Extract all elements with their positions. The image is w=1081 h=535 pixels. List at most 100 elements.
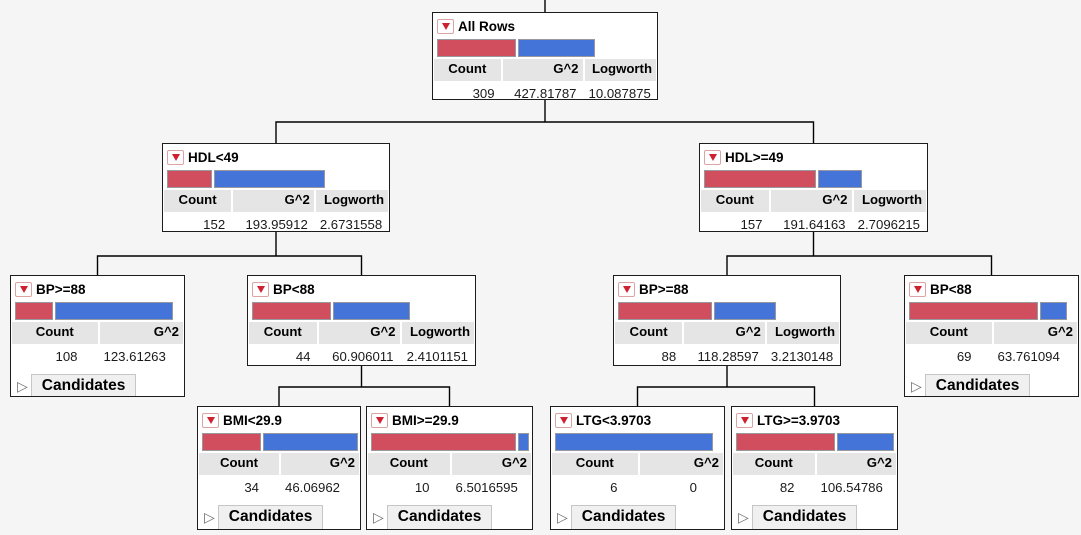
stats-header-row: Count G^2 [368, 453, 531, 475]
candidates-button[interactable]: Candidates [570, 505, 677, 529]
node-label: BMI>=29.9 [392, 412, 459, 428]
blue-bar-segment [817, 170, 862, 188]
disclosure-triangle-icon[interactable]: ▷ [373, 510, 384, 526]
node-label: LTG>=3.9703 [757, 412, 841, 428]
red-triangle-menu-icon[interactable] [618, 281, 635, 297]
g2-value: 123.61263 [103, 348, 166, 364]
g2-value: 191.64163 [783, 216, 846, 232]
stats-value-row: 6 0 [552, 476, 723, 498]
red-triangle-menu-icon[interactable] [202, 412, 219, 428]
g2-header: G^2 [233, 190, 314, 212]
stats-header-row: Count G^2 [733, 453, 896, 475]
node-bp-ge-88-left: BP>=88 Count G^2 108 123.61263 ▷ Candida… [10, 275, 185, 397]
node-hdl-ge-49: HDL>=49 Count G^2 Logworth 157 191.64163… [699, 143, 928, 232]
logworth-header: Logworth [315, 190, 388, 212]
count-header: Count [164, 190, 232, 212]
red-triangle-menu-icon[interactable] [909, 281, 926, 297]
node-bmi-lt-29-9: BMI<29.9 Count G^2 34 46.06962 ▷ Candida… [197, 406, 361, 530]
count-header: Count [733, 453, 815, 475]
count-header: Count [199, 453, 279, 475]
node-title-row: LTG>=3.9703 [732, 407, 897, 430]
proportion-bar [736, 433, 894, 451]
red-bar-segment [618, 302, 713, 320]
g2-header: G^2 [451, 453, 531, 475]
red-triangle-menu-icon[interactable] [371, 412, 388, 428]
count-value: 88 [661, 348, 677, 364]
logworth-value: 2.6731558 [319, 216, 383, 232]
stats-value-row: 34 46.06962 [199, 476, 359, 498]
stats-value-row: 88 118.28597 3.2130148 [615, 345, 839, 366]
g2-value: 0 [689, 479, 697, 495]
count-header: Count [906, 322, 992, 344]
stats-value-row: 309 427.81787 10.087875 [434, 82, 656, 100]
disclosure-triangle-icon[interactable]: ▷ [17, 379, 28, 395]
node-title-row: BP>=88 [614, 276, 840, 299]
red-triangle-menu-icon[interactable] [437, 18, 454, 34]
disclosure-triangle-icon[interactable]: ▷ [738, 510, 749, 526]
stats-header-row: Count G^2 [552, 453, 723, 475]
blue-bar-segment [332, 302, 410, 320]
disclosure-triangle-icon[interactable]: ▷ [557, 510, 568, 526]
node-label: LTG<3.9703 [576, 412, 652, 428]
red-triangle-menu-icon[interactable] [167, 149, 184, 165]
stats-header-row: Count G^2 [12, 322, 183, 344]
candidates-button[interactable]: Candidates [751, 505, 858, 529]
g2-value: 60.906011 [332, 348, 394, 364]
stats-value-row: 10 6.5016595 [368, 476, 531, 498]
node-label: BMI<29.9 [223, 412, 282, 428]
node-ltg-lt-3-9703: LTG<3.9703 Count G^2 6 0 ▷ Candidates [550, 406, 725, 530]
disclosure-triangle-icon[interactable]: ▷ [911, 379, 922, 395]
stats-header-row: Count G^2 Logworth [434, 59, 656, 81]
g2-value: 118.28597 [697, 348, 759, 364]
proportion-bar [371, 433, 529, 451]
red-triangle-menu-icon[interactable] [555, 412, 572, 428]
proportion-bar [618, 302, 776, 320]
g2-header: G^2 [281, 453, 359, 475]
blue-bar-segment [214, 170, 325, 188]
red-bar-segment [15, 302, 53, 320]
g2-value: 427.81787 [514, 85, 577, 100]
red-triangle-menu-icon[interactable] [252, 281, 269, 297]
proportion-bar [555, 433, 713, 451]
candidates-row: ▷ Candidates [373, 505, 527, 529]
count-header: Count [552, 453, 638, 475]
count-value: 157 [740, 216, 763, 232]
candidates-button[interactable]: Candidates [386, 505, 493, 529]
node-title-row: LTG<3.9703 [551, 407, 724, 430]
red-bar-segment [167, 170, 213, 188]
node-label: HDL>=49 [725, 149, 784, 165]
red-triangle-menu-icon[interactable] [736, 412, 753, 428]
blue-bar-segment [555, 433, 713, 451]
stats-value-row: 108 123.61263 [12, 345, 183, 367]
count-value: 309 [472, 85, 495, 100]
candidates-button[interactable]: Candidates [217, 505, 324, 529]
stats-header-row: Count G^2 Logworth [701, 190, 926, 212]
node-title-row: BP<88 [905, 276, 1078, 299]
node-title-row: HDL<49 [163, 144, 389, 167]
stats-value-row: 82 106.54786 [733, 476, 896, 498]
node-title-row: BMI<29.9 [198, 407, 360, 430]
g2-header: G^2 [770, 190, 852, 212]
count-value: 6 [610, 479, 618, 495]
red-bar-segment [202, 433, 261, 451]
node-title-row: BMI>=29.9 [367, 407, 532, 430]
stats-value-row: 152 193.95912 2.6731558 [164, 213, 388, 232]
red-bar-segment [704, 170, 816, 188]
candidates-row: ▷ Candidates [557, 505, 719, 529]
red-bar-segment [371, 433, 516, 451]
g2-value: 6.5016595 [455, 479, 518, 495]
disclosure-triangle-icon[interactable]: ▷ [204, 510, 215, 526]
red-bar-segment [437, 39, 516, 57]
candidates-button[interactable]: Candidates [924, 374, 1031, 396]
node-label: HDL<49 [188, 149, 239, 165]
red-triangle-menu-icon[interactable] [704, 149, 721, 165]
stats-value-row: 157 191.64163 2.7096215 [701, 213, 926, 232]
logworth-header: Logworth [401, 322, 474, 344]
candidates-row: ▷ Candidates [911, 374, 1073, 396]
count-value: 82 [779, 479, 795, 495]
proportion-bar [15, 302, 173, 320]
red-triangle-menu-icon[interactable] [15, 281, 32, 297]
node-title-row: All Rows [433, 13, 657, 36]
candidates-button[interactable]: Candidates [30, 374, 137, 396]
